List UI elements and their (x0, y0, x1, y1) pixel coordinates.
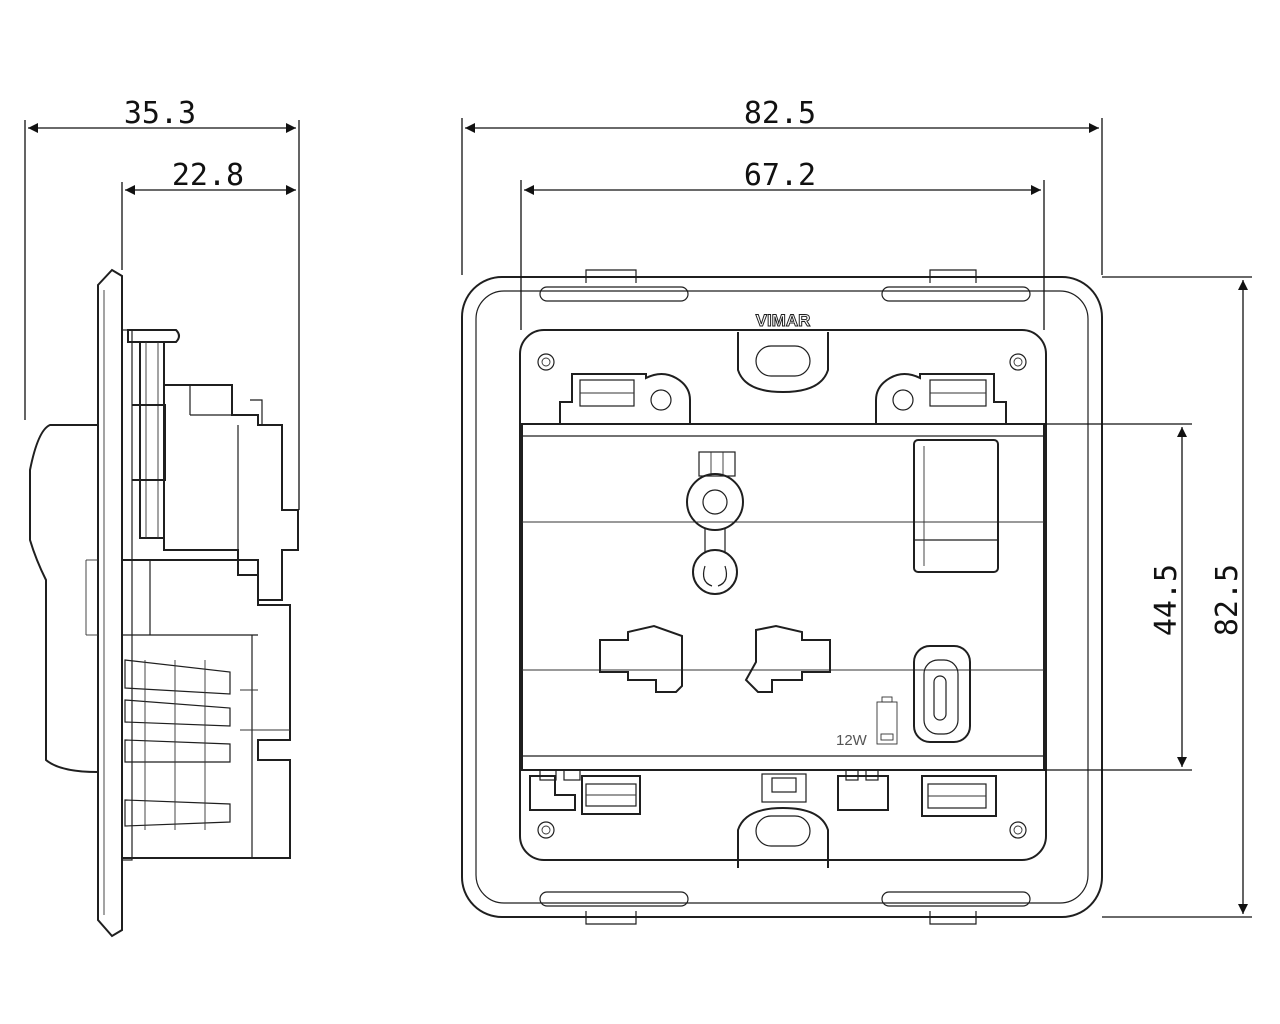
dim-front-module-width: 67.2 (744, 158, 816, 193)
socket-hole-right (744, 624, 831, 693)
front-view: VIMAR (461, 269, 1103, 925)
side-plate (97, 268, 123, 938)
top-left-slot (539, 286, 689, 302)
usb-power-label: 12W (836, 732, 868, 749)
top-right-slot (881, 286, 1031, 302)
bottom-ear (737, 806, 829, 868)
side-view (29, 268, 299, 938)
socket-hole-left (599, 624, 683, 693)
module-body (519, 329, 1047, 861)
bottom-ear-hole (755, 815, 811, 847)
side-body-lower (122, 559, 291, 859)
bottom-right-slot (881, 891, 1031, 907)
side-body-upper (163, 384, 299, 601)
top-ear (737, 332, 829, 394)
bottom-left-slot (539, 891, 689, 907)
earth-socket (686, 451, 744, 595)
side-dimensions: 35.3 22.8 (24, 96, 300, 510)
dim-front-overall-height: 82.5 (1210, 564, 1245, 636)
front-dimensions: 82.5 67.2 44.5 82.5 (461, 96, 1252, 918)
side-terminals (124, 659, 231, 830)
battery-icon (876, 696, 898, 745)
dim-side-overall-depth: 35.3 (124, 96, 196, 131)
corner-screws (537, 353, 1027, 839)
brand-logo: VIMAR (756, 311, 811, 330)
top-ear-hole (755, 345, 811, 377)
side-cover (29, 424, 99, 773)
bottom-terminals (529, 769, 997, 817)
dim-side-body-depth: 22.8 (172, 158, 244, 193)
side-screw-head (127, 329, 180, 343)
dim-front-overall-width: 82.5 (744, 96, 816, 131)
usb-c-port[interactable] (913, 645, 971, 743)
front-frame-outer (461, 276, 1103, 918)
top-terminals (559, 373, 1007, 425)
dim-front-face-height: 44.5 (1149, 564, 1184, 636)
rocker-switch[interactable] (913, 439, 999, 573)
face-plate (521, 423, 1045, 771)
front-frame-inner (475, 290, 1089, 904)
side-screw-shank (139, 341, 165, 539)
